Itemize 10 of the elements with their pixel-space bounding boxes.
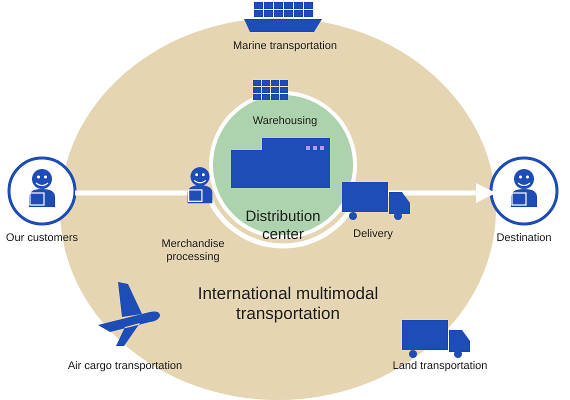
node-label: International multimodal transportation [196, 284, 380, 324]
caption-label: Marine transportation [232, 40, 338, 53]
node-label: Our customers [4, 231, 80, 245]
node-label: Distribution center [244, 208, 322, 244]
node-label: Destination [495, 231, 553, 245]
caption-label: Delivery [352, 228, 394, 241]
caption-label: Air cargo transportation [66, 360, 184, 373]
caption-label: Land transportation [392, 360, 488, 373]
caption-label: Warehousing [252, 115, 318, 128]
caption-label: Merchandise processing [160, 238, 226, 264]
